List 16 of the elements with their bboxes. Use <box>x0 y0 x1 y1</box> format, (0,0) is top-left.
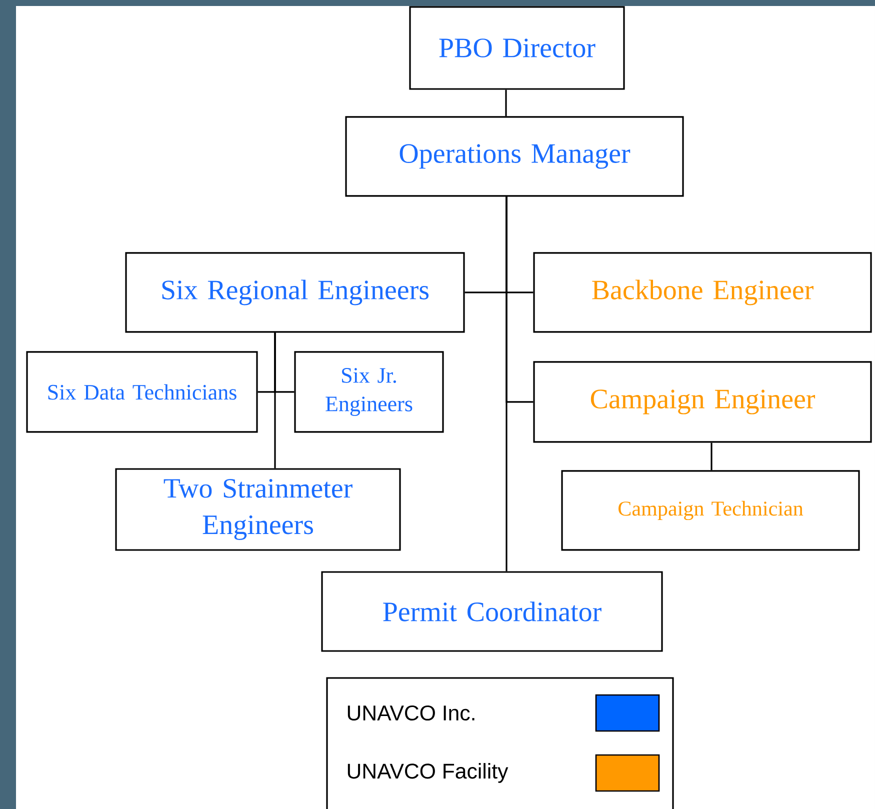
org-box: Backbone Engineer <box>533 252 872 333</box>
org-box: Operations Manager <box>345 116 684 197</box>
org-box: Six Regional Engineers <box>125 252 465 333</box>
connector-line <box>506 196 508 572</box>
org-box: Permit Coordinator <box>321 571 663 652</box>
connector-line <box>505 90 507 116</box>
org-box: Six Jr. Engineers <box>294 351 444 433</box>
connector-line <box>710 442 712 470</box>
org-box: Two Strainmeter Engineers <box>115 468 401 551</box>
org-box: Campaign Engineer <box>533 361 872 443</box>
org-box: Six Data Technicians <box>26 351 258 433</box>
legend-label: UNAVCO Inc. <box>348 705 474 721</box>
legend-label: UNAVCO Facility <box>348 763 508 783</box>
org-box: Campaign Technician <box>561 470 860 551</box>
org-box: PBO Director <box>409 6 625 90</box>
connector-line <box>274 332 276 468</box>
